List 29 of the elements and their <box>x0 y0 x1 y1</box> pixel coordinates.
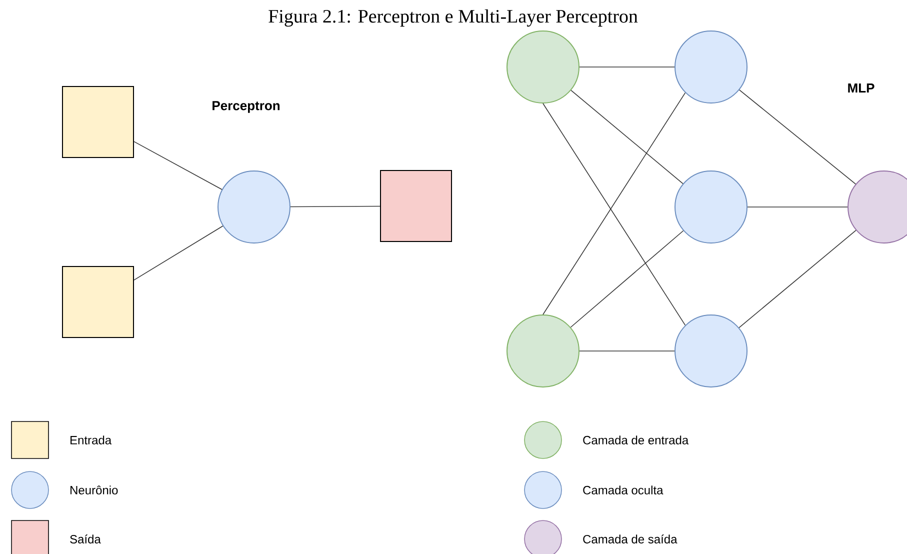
legend-text: Neurônio <box>70 486 118 494</box>
legend-text: Camada de saída <box>583 534 678 544</box>
neuron-circle <box>218 170 290 244</box>
section-heading: MLP <box>848 84 874 92</box>
neuron-circle <box>674 314 748 388</box>
connector-line <box>290 206 380 208</box>
neuron-circle <box>848 170 907 244</box>
square-node <box>380 170 452 242</box>
legend-text: Saída <box>70 534 101 544</box>
legend-text: Camada de entrada <box>583 436 689 444</box>
legend-text: Entrada <box>70 436 112 444</box>
neuron-circle <box>506 30 580 104</box>
neuron-circle <box>506 314 580 388</box>
section-heading: Perceptron <box>212 101 280 113</box>
square-node <box>62 86 134 158</box>
connector-line <box>570 230 684 328</box>
connector-line <box>579 350 675 352</box>
legend-text: Camada oculta <box>583 486 664 494</box>
connector-line <box>738 230 856 328</box>
connector-line <box>579 66 675 68</box>
connector-line <box>747 206 848 208</box>
neuron-circle <box>674 170 748 244</box>
neuron-circle <box>674 30 748 104</box>
connector-line <box>738 90 856 184</box>
connector-line <box>134 141 222 190</box>
figure-title: Figura 2.1: Perceptron e Multi-Layer Perceptron <box>268 9 638 27</box>
connector-line <box>134 226 224 280</box>
connector-line <box>570 90 684 184</box>
square-node <box>62 266 134 338</box>
